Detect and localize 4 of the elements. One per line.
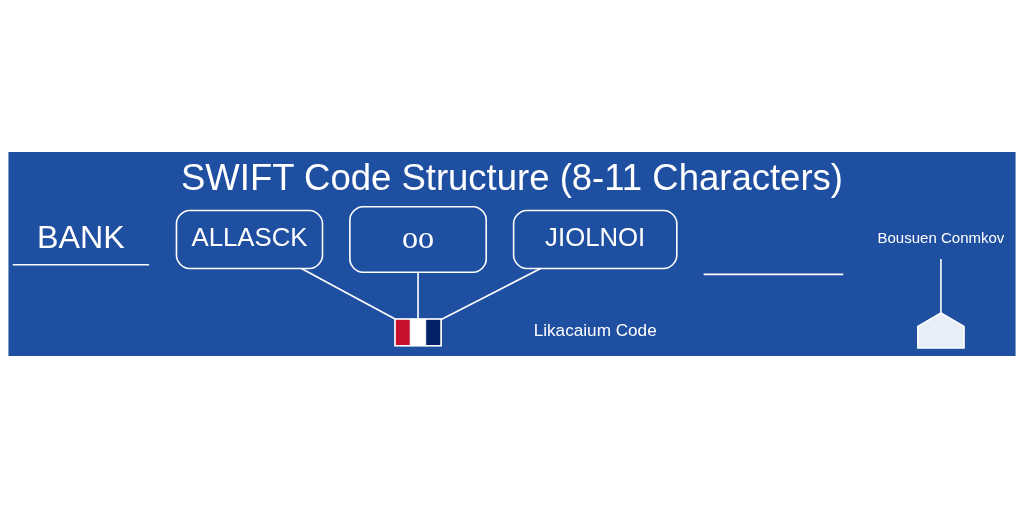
node-text: Bousuen Conmkov (877, 229, 1005, 247)
node-text: BANK (37, 218, 125, 255)
label: Likacaium Code (533, 320, 657, 341)
diagram-title: SWIFT Code Structure (8-11 Characters) (181, 156, 843, 198)
